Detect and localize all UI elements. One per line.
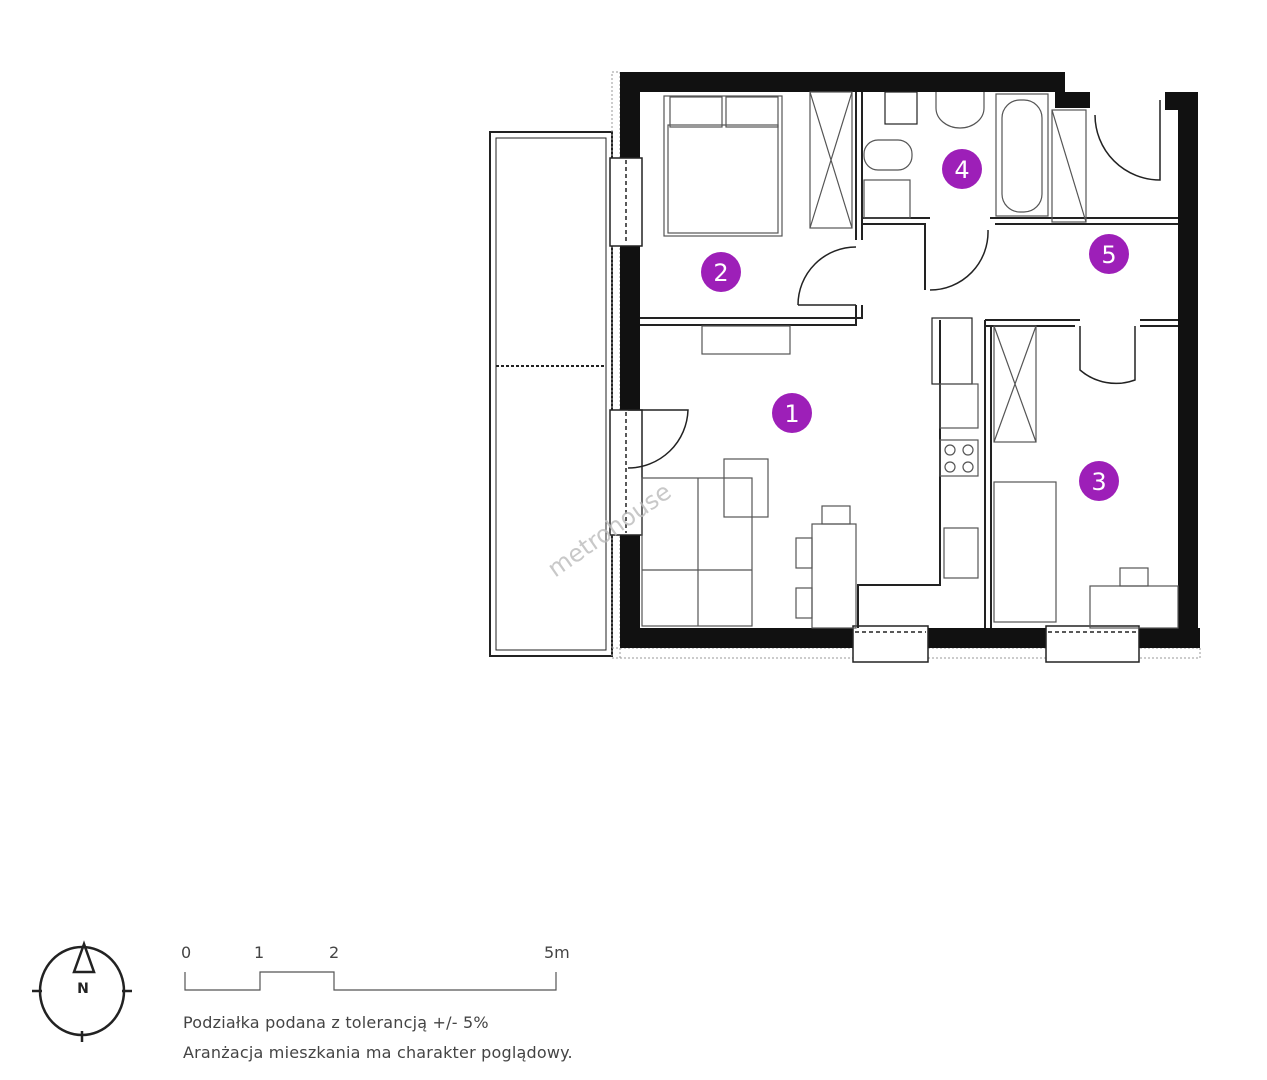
room-marker-1: 1 [772, 393, 812, 433]
svg-text:4: 4 [954, 156, 969, 184]
svg-text:1: 1 [784, 400, 799, 428]
svg-text:N: N [77, 981, 89, 997]
svg-text:2: 2 [713, 259, 728, 287]
room-marker-2: 2 [701, 252, 741, 292]
scale-tick-2: 2 [329, 943, 340, 962]
scale-tolerance-note: Podziałka podana z tolerancją +/- 5% [183, 1013, 489, 1032]
north-compass-icon: N [32, 940, 132, 1042]
windows [609, 157, 1140, 663]
layout-disclaimer-note: Aranżacja mieszkania ma charakter pogląd… [183, 1043, 573, 1062]
room-marker-5: 5 [1089, 234, 1129, 274]
interior-walls [640, 92, 1178, 628]
scale-bar [184, 971, 557, 991]
room-marker-4: 4 [942, 149, 982, 189]
scale-tick-1: 1 [254, 943, 265, 962]
room-marker-3: 3 [1079, 461, 1119, 501]
scale-tick-0: 0 [181, 943, 192, 962]
doors [627, 100, 1161, 469]
svg-text:3: 3 [1091, 468, 1106, 496]
scale-tick-5m: 5m [544, 943, 570, 962]
furniture [641, 91, 1179, 629]
outer-walls [620, 72, 1200, 648]
balcony [489, 131, 613, 657]
svg-text:5: 5 [1101, 241, 1116, 269]
